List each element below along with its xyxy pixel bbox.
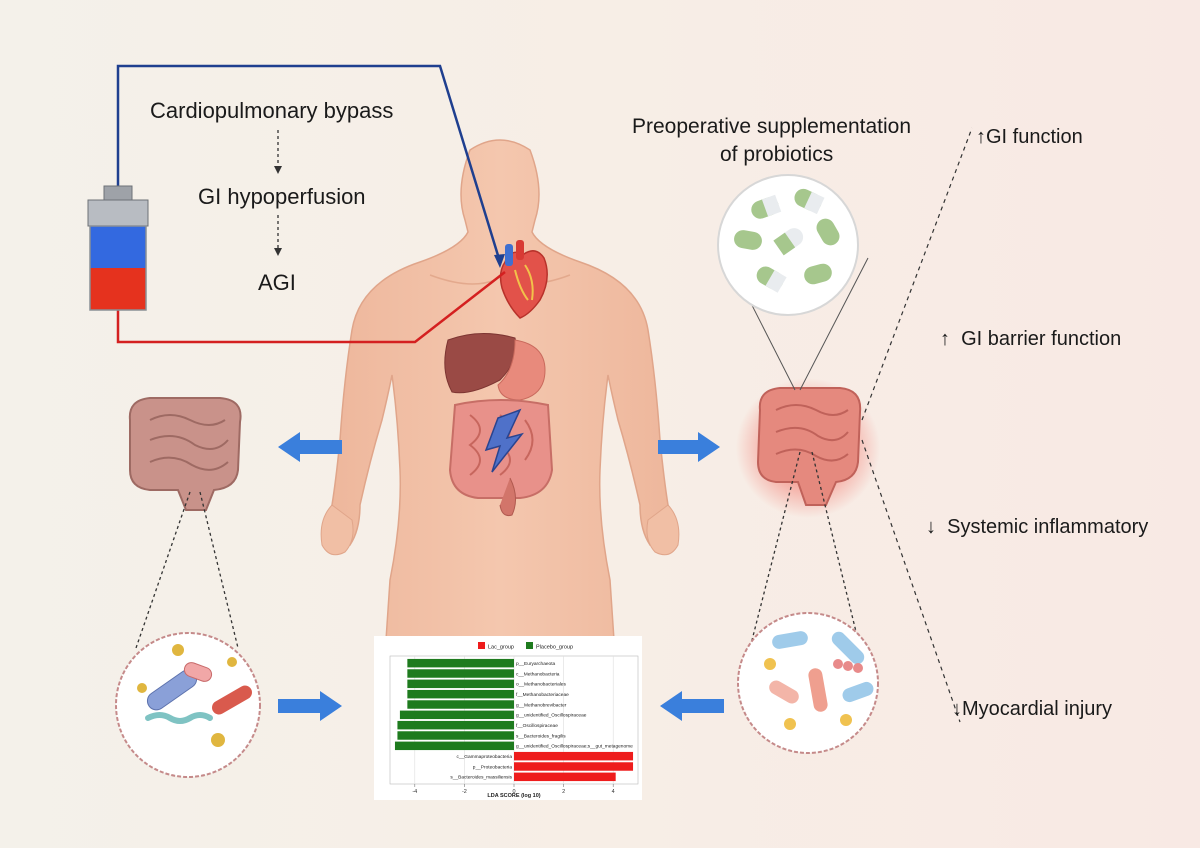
lda-bar — [514, 762, 634, 771]
lda-bar — [397, 731, 514, 740]
lda-bar — [394, 741, 514, 751]
up-arrow-icon: ↑ — [976, 126, 986, 148]
lda-bar-label: g__Methanobrevibacter — [516, 702, 567, 708]
colon-healthy — [736, 378, 880, 518]
legend-swatch — [478, 642, 485, 649]
x-tick-label: -4 — [412, 789, 417, 795]
lda-bar — [514, 751, 634, 761]
lda-bar-label: p__Euryarchaeota — [516, 661, 556, 667]
label-intervention-line1: Preoperative supplementation — [632, 115, 912, 138]
effect-gi-barrier: ↑ GI barrier function — [940, 328, 1121, 351]
lda-bar — [397, 720, 514, 730]
effect-lines — [861, 127, 973, 723]
lda-bar-label: g__unidentified_Oscillospiraceae;s__gut_… — [516, 744, 633, 750]
lda-bar-label: o__Methanobacteriales — [516, 682, 566, 688]
label-cardiopulmonary-bypass: Cardiopulmonary bypass — [150, 98, 394, 123]
lda-bar — [407, 689, 514, 699]
bacteria-dysbiosis — [115, 632, 261, 778]
lda-chart-panel: Lac_group Placebo_group -4 -2 0 2 4 p__Euryarch… — [374, 636, 642, 800]
lda-bar-label: s__Bacteroides_massiliensis — [450, 775, 512, 781]
legend-swatch — [526, 642, 533, 649]
up-arrow-icon: ↑ — [940, 328, 950, 350]
lda-bar — [399, 710, 514, 720]
label-agi: AGI — [258, 270, 296, 295]
lda-bar-label: p__Proteobacteria — [473, 764, 513, 770]
lda-chart: Lac_group Placebo_group -4 -2 0 2 4 p__Euryarch… — [389, 642, 639, 799]
lda-bar-label: s__Bacteroides_fragilis — [516, 733, 566, 739]
x-tick-label: -2 — [462, 789, 467, 795]
heart — [499, 240, 548, 319]
lda-bar — [407, 658, 514, 668]
down-arrow-icon: ↓ — [926, 516, 936, 538]
lda-bar — [514, 772, 616, 782]
down-arrow-icon: ↓ — [952, 698, 962, 720]
lda-bar-label: g__unidentified_Oscillospiraceae — [516, 713, 587, 719]
effect-gi-function: ↑GI function — [976, 126, 1083, 149]
effect-myocardial-injury: ↓Myocardial injury — [952, 698, 1112, 721]
x-axis-label: LDA SCORE (log 10) — [487, 793, 540, 799]
x-tick-label: 4 — [612, 789, 615, 795]
blue-arrows — [278, 432, 724, 721]
lda-bar — [407, 700, 514, 709]
lda-bar — [407, 679, 514, 689]
x-tick-label: 2 — [562, 789, 565, 795]
effect-text: Myocardial injury — [962, 698, 1113, 720]
probiotic-capsules — [717, 174, 859, 316]
lda-bar — [407, 669, 514, 678]
effect-text: Systemic inflammatory — [947, 516, 1149, 538]
x-tick-label: 0 — [512, 789, 515, 795]
effect-systemic-inflammatory: ↓ Systemic inflammatory — [926, 516, 1148, 539]
lda-bar-label: c__Gammaproteobacteria — [457, 754, 513, 760]
lda-bar-label: f__Oscillospiraceae — [516, 723, 558, 729]
abdominal-organs — [444, 332, 554, 516]
bypass-circuit — [87, 64, 506, 344]
lda-bar-label: c__Methanobacteria — [516, 671, 560, 677]
legend-label: Lac_group — [488, 645, 514, 651]
label-intervention-line2: of probiotics — [720, 143, 834, 166]
colon-damaged — [128, 397, 242, 511]
lda-bar-label: f__Methanobacteriaceae — [516, 692, 569, 698]
flow-arrows — [274, 130, 282, 256]
bacteria-restored — [737, 612, 879, 754]
effect-text: GI function — [986, 126, 1083, 148]
legend-label: Placebo_group — [536, 645, 573, 651]
label-gi-hypoperfusion: GI hypoperfusion — [198, 184, 366, 209]
effect-text: GI barrier function — [961, 328, 1122, 350]
